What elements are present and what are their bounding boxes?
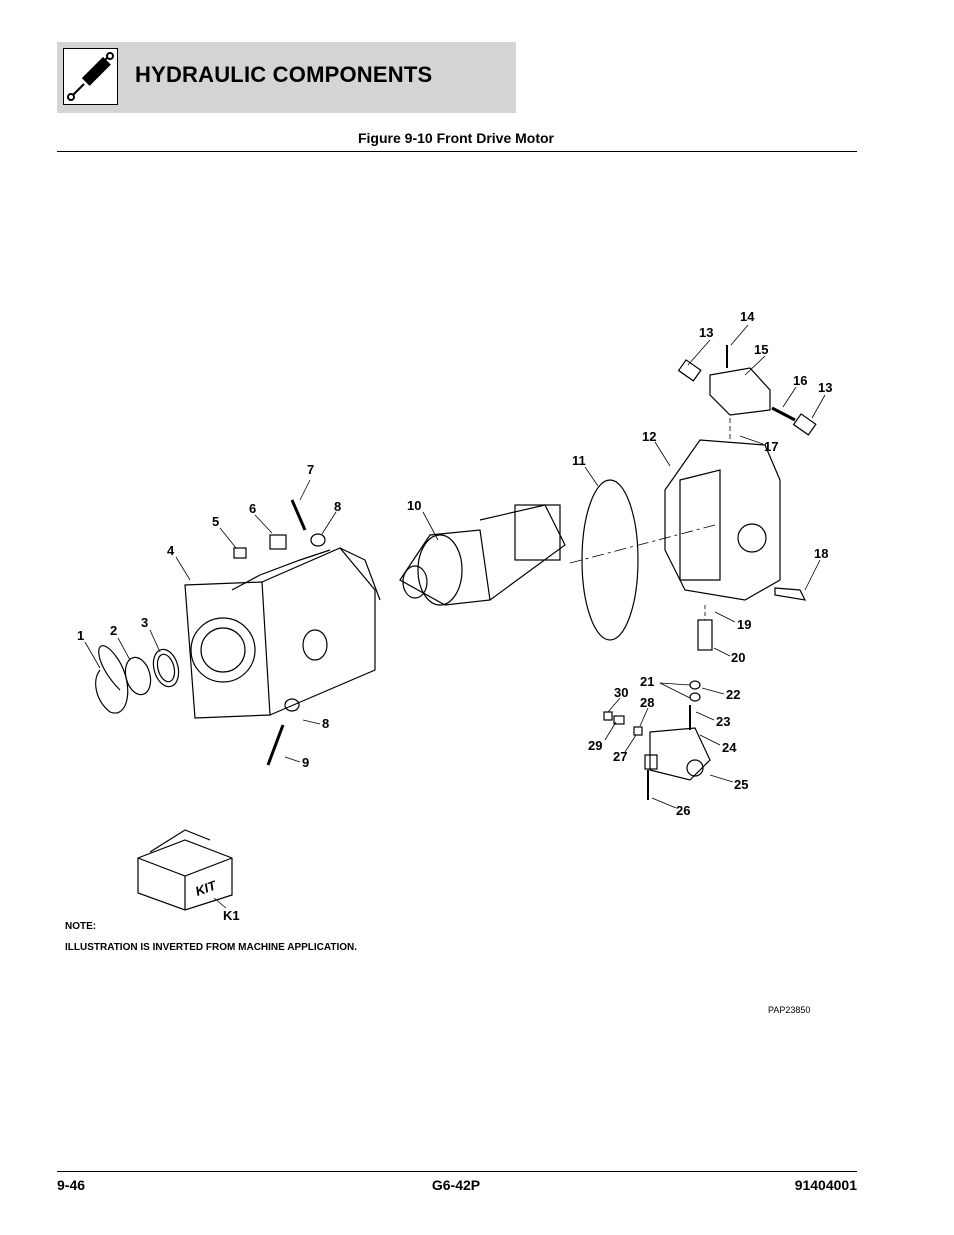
callout-13-left: 13 xyxy=(699,325,713,340)
callout-k1: K1 xyxy=(223,908,240,923)
callout-20: 20 xyxy=(731,650,745,665)
callout-4: 4 xyxy=(167,543,175,558)
callout-13-right: 13 xyxy=(818,380,832,395)
callout-25: 25 xyxy=(734,777,748,792)
callout-22: 22 xyxy=(726,687,740,702)
callout-27: 27 xyxy=(613,749,627,764)
plug-6 xyxy=(269,534,287,550)
plug-30 xyxy=(603,711,613,721)
motor-housing-flange xyxy=(184,581,271,719)
plug-13-left xyxy=(677,359,702,382)
plug-13-right xyxy=(792,413,817,436)
callout-3: 3 xyxy=(141,615,148,630)
footer-rule xyxy=(57,1171,857,1172)
callout-18: 18 xyxy=(814,546,828,561)
callout-23: 23 xyxy=(716,714,730,729)
washer xyxy=(124,656,152,696)
callout-30: 30 xyxy=(614,685,628,700)
callout-16: 16 xyxy=(793,373,807,388)
plug-5 xyxy=(233,547,247,559)
callout-11: 11 xyxy=(572,453,586,468)
bolt-18 xyxy=(774,587,807,601)
end-cap-12 xyxy=(664,439,781,601)
callout-29: 29 xyxy=(588,738,602,753)
note-heading: NOTE: xyxy=(65,921,97,932)
callout-10: 10 xyxy=(407,498,421,513)
valve-block-15 xyxy=(709,367,771,416)
drawing-id: PAP23850 xyxy=(768,1005,811,1015)
footer-page-number: 9-46 xyxy=(57,1177,86,1193)
spring-28 xyxy=(613,715,625,725)
callout-21: 21 xyxy=(640,674,654,689)
callout-19: 19 xyxy=(737,617,751,632)
snap-ring xyxy=(95,645,129,714)
callout-15: 15 xyxy=(754,342,768,357)
rotating-group xyxy=(399,529,491,606)
footer-model: G6-42P xyxy=(431,1177,481,1193)
header-banner xyxy=(57,42,516,113)
callout-5: 5 xyxy=(212,514,219,529)
header-rule xyxy=(57,151,857,152)
gasket-11 xyxy=(581,479,639,641)
callout-6: 6 xyxy=(249,501,256,516)
callout-26: 26 xyxy=(676,803,690,818)
figure-caption: Figure 9-10 Front Drive Motor xyxy=(357,130,555,146)
sleeve-20 xyxy=(697,619,713,651)
callout-12: 12 xyxy=(642,429,656,444)
shaft-seal xyxy=(152,648,180,688)
callout-14: 14 xyxy=(740,309,755,324)
hydraulic-cylinder-icon xyxy=(63,48,118,105)
callout-17: 17 xyxy=(764,439,778,454)
callout-24: 24 xyxy=(722,740,737,755)
nut-8-top xyxy=(310,533,326,547)
page-title: HYDRAULIC COMPONENTS xyxy=(135,62,433,87)
fitting-16 xyxy=(771,406,796,422)
callout-7: 7 xyxy=(307,462,314,477)
kit-box xyxy=(137,839,233,911)
callout-28: 28 xyxy=(640,695,654,710)
callout-8-top: 8 xyxy=(334,499,341,514)
spring-9 xyxy=(266,724,285,766)
nut-8-bottom xyxy=(284,698,300,712)
ball-27 xyxy=(633,726,643,736)
callout-2: 2 xyxy=(110,623,117,638)
note-text: ILLUSTRATION IS INVERTED FROM MACHINE AP… xyxy=(65,942,358,953)
footer-part-number: 91404001 xyxy=(794,1177,857,1193)
spring-7 xyxy=(290,499,307,531)
callout-8-bottom: 8 xyxy=(322,716,329,731)
callout-9: 9 xyxy=(302,755,309,770)
valve-block-25 xyxy=(649,727,711,781)
callout-1: 1 xyxy=(77,628,84,643)
kit-label: KIT xyxy=(193,877,219,899)
